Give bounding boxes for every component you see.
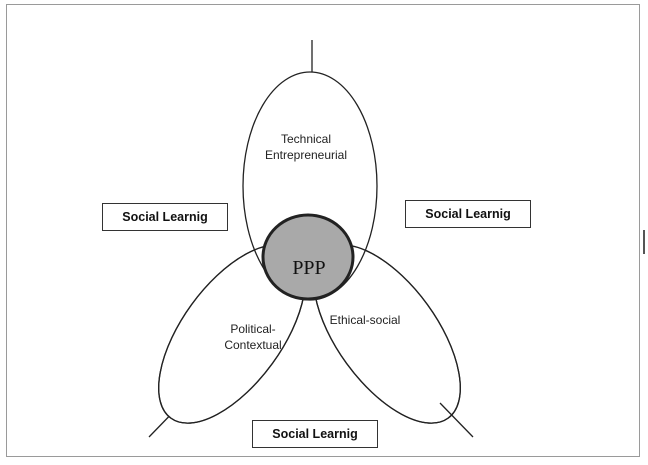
ethical-label: Ethical-social <box>330 313 401 327</box>
political-label-line-2: Contextual <box>224 338 281 352</box>
political-label-line-1: Political- <box>230 322 275 336</box>
frame-edge-mark <box>643 230 645 254</box>
technical-label-line-1: Technical <box>281 132 331 146</box>
ppp-label: PPP <box>292 257 325 279</box>
social-learning-box-bottom: Social Learnig <box>252 420 378 448</box>
ppp-circle <box>261 213 355 301</box>
social-learning-box-left: Social Learnig <box>102 203 228 231</box>
social-learning-box-right: Social Learnig <box>405 200 531 228</box>
bottom-right-stem-line <box>439 402 474 438</box>
technical-label-line-2: Entrepreneurial <box>265 148 347 162</box>
